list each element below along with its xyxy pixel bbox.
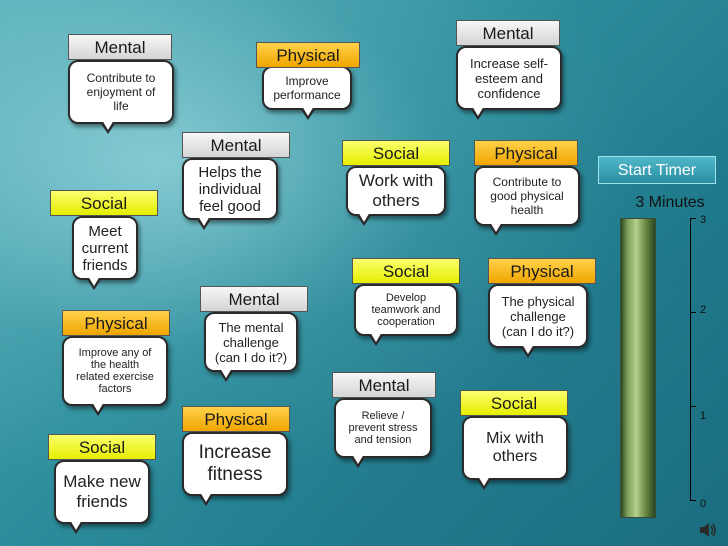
bubble-text: Work with others xyxy=(358,171,434,210)
bubble-tail xyxy=(488,222,504,236)
category-tag-social: Social xyxy=(352,258,460,284)
category-tag-physical: Physical xyxy=(474,140,578,166)
timer-bar xyxy=(620,218,656,518)
timer-tick xyxy=(690,218,696,219)
category-tag-mental: Mental xyxy=(200,286,308,312)
speech-bubble: Work with others xyxy=(346,166,446,216)
timer-tick xyxy=(690,312,696,313)
category-tag-social: Social xyxy=(460,390,568,416)
timer-title: 3 Minutes xyxy=(635,194,705,211)
start-timer-button[interactable]: Start Timer xyxy=(598,156,716,184)
category-tag-social: Social xyxy=(48,434,156,460)
bubble-tail xyxy=(90,402,106,416)
timer-scale-label: 1 xyxy=(700,410,707,422)
bubble-text: Contribute to enjoyment of life xyxy=(86,71,156,113)
speech-bubble: Contribute to enjoyment of life xyxy=(68,60,174,124)
timer-bar-fill xyxy=(621,219,655,517)
category-tag-social: Social xyxy=(342,140,450,166)
bubble-text: Develop teamwork and cooperation xyxy=(371,292,441,328)
speech-bubble: The mental challenge (can I do it?) xyxy=(204,312,298,372)
timer-scale-line xyxy=(690,218,691,500)
bubble-tail xyxy=(198,492,214,506)
speech-bubble: Mix with others xyxy=(462,416,568,480)
speech-bubble: Develop teamwork and cooperation xyxy=(354,284,458,336)
speech-bubble: Contribute to good physical health xyxy=(474,166,580,226)
bubble-tail xyxy=(68,520,84,534)
speech-bubble: Increase self- esteem and confidence xyxy=(456,46,562,110)
bubble-tail xyxy=(356,212,372,226)
timer-tick xyxy=(690,500,696,501)
bubble-tail xyxy=(196,216,212,230)
speech-bubble: Improve any of the health related exerci… xyxy=(62,336,168,406)
category-tag-physical: Physical xyxy=(182,406,290,432)
category-tag-physical: Physical xyxy=(256,42,360,68)
bubble-tail xyxy=(476,476,492,490)
bubble-text: Meet current friends xyxy=(81,222,129,274)
speech-bubble: Improve performance xyxy=(262,66,352,110)
timer-scale-label: 0 xyxy=(700,498,707,510)
bubble-text: Mix with others xyxy=(486,430,544,465)
bubble-tail xyxy=(86,276,102,290)
bubble-tail xyxy=(300,106,316,120)
category-tag-physical: Physical xyxy=(62,310,170,336)
bubble-tail xyxy=(368,332,384,346)
speech-bubble: Make new friends xyxy=(54,460,150,524)
bubble-text: Improve performance xyxy=(273,74,341,102)
bubble-text: The physical challenge (can I do it?) xyxy=(501,293,575,339)
category-tag-mental: Mental xyxy=(68,34,172,60)
speech-bubble: Helps the individual feel good xyxy=(182,158,278,220)
bubble-tail xyxy=(470,106,486,120)
speech-bubble: The physical challenge (can I do it?) xyxy=(488,284,588,348)
category-tag-physical: Physical xyxy=(488,258,596,284)
bubble-text: Improve any of the health related exerci… xyxy=(76,347,154,395)
category-tag-mental: Mental xyxy=(182,132,290,158)
bubble-text: Helps the individual feel good xyxy=(198,163,262,215)
bubble-tail xyxy=(218,368,234,382)
bubble-tail xyxy=(520,344,536,358)
speaker-icon[interactable] xyxy=(698,520,718,540)
timer-tick xyxy=(690,406,696,407)
bubble-text: Increase fitness xyxy=(198,442,272,485)
bubble-text: Relieve / prevent stress and tension xyxy=(348,410,418,446)
bubble-text: Contribute to good physical health xyxy=(490,175,564,217)
category-tag-social: Social xyxy=(50,190,158,216)
speech-bubble: Increase fitness xyxy=(182,432,288,496)
timer-scale-label: 3 xyxy=(700,214,707,226)
speech-bubble: Meet current friends xyxy=(72,216,138,280)
bubble-tail xyxy=(350,454,366,468)
category-tag-mental: Mental xyxy=(332,372,436,398)
speech-bubble: Relieve / prevent stress and tension xyxy=(334,398,432,458)
timer-scale-label: 2 xyxy=(700,304,707,316)
category-tag-mental: Mental xyxy=(456,20,560,46)
bubble-tail xyxy=(100,120,116,134)
bubble-text: Make new friends xyxy=(63,472,141,511)
bubble-text: Increase self- esteem and confidence xyxy=(469,55,549,101)
bubble-text: The mental challenge (can I do it?) xyxy=(214,319,288,365)
